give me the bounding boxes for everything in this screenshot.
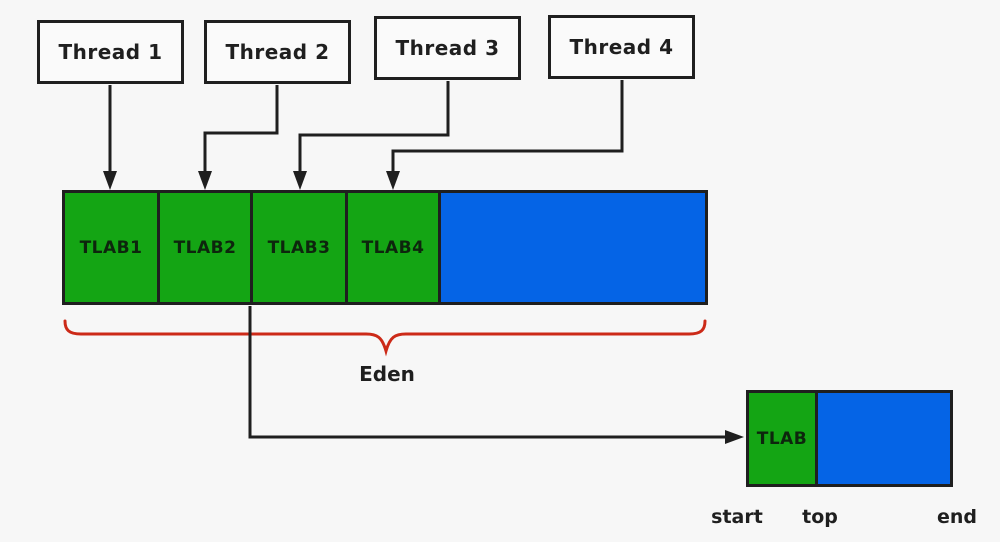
tlab-detail-box: TLAB	[746, 390, 953, 487]
arrowhead-thread2	[198, 171, 212, 190]
tlab3-block: TLAB3	[253, 193, 348, 302]
thread-3-box: Thread 3	[374, 16, 521, 80]
tlab4-block: TLAB4	[348, 193, 441, 302]
thread-4-label: Thread 4	[569, 35, 674, 59]
eden-bar: TLAB1 TLAB2 TLAB3 TLAB4	[62, 190, 708, 305]
tlab2-block: TLAB2	[160, 193, 253, 302]
arrowhead-thread4	[386, 171, 400, 190]
arrowhead-thread3	[293, 171, 307, 190]
arrow-thread4	[391, 80, 624, 172]
pointer-label-top: top	[802, 506, 838, 528]
pointer-label-start: start	[711, 506, 763, 528]
thread-4-box: Thread 4	[548, 15, 695, 79]
thread-1-box: Thread 1	[37, 20, 184, 84]
pointer-label-end: end	[936, 506, 977, 528]
thread-2-label: Thread 2	[225, 40, 330, 64]
arrowhead-tlab-detail	[725, 430, 744, 444]
arrowhead-thread1	[103, 171, 117, 190]
thread-3-label: Thread 3	[395, 36, 500, 60]
eden-free-space	[441, 193, 705, 302]
arrow-thread3	[298, 81, 450, 172]
eden-label: Eden	[359, 362, 415, 386]
thread-2-box: Thread 2	[204, 20, 351, 84]
tlab-detail-used-block: TLAB	[749, 393, 818, 484]
arrow-thread2	[203, 85, 279, 172]
thread-1-label: Thread 1	[58, 40, 163, 64]
tlab-detail-free-block	[818, 393, 950, 484]
tlab1-block: TLAB1	[65, 193, 160, 302]
eden-brace	[63, 319, 707, 357]
arrow-tlab-detail	[248, 306, 726, 439]
